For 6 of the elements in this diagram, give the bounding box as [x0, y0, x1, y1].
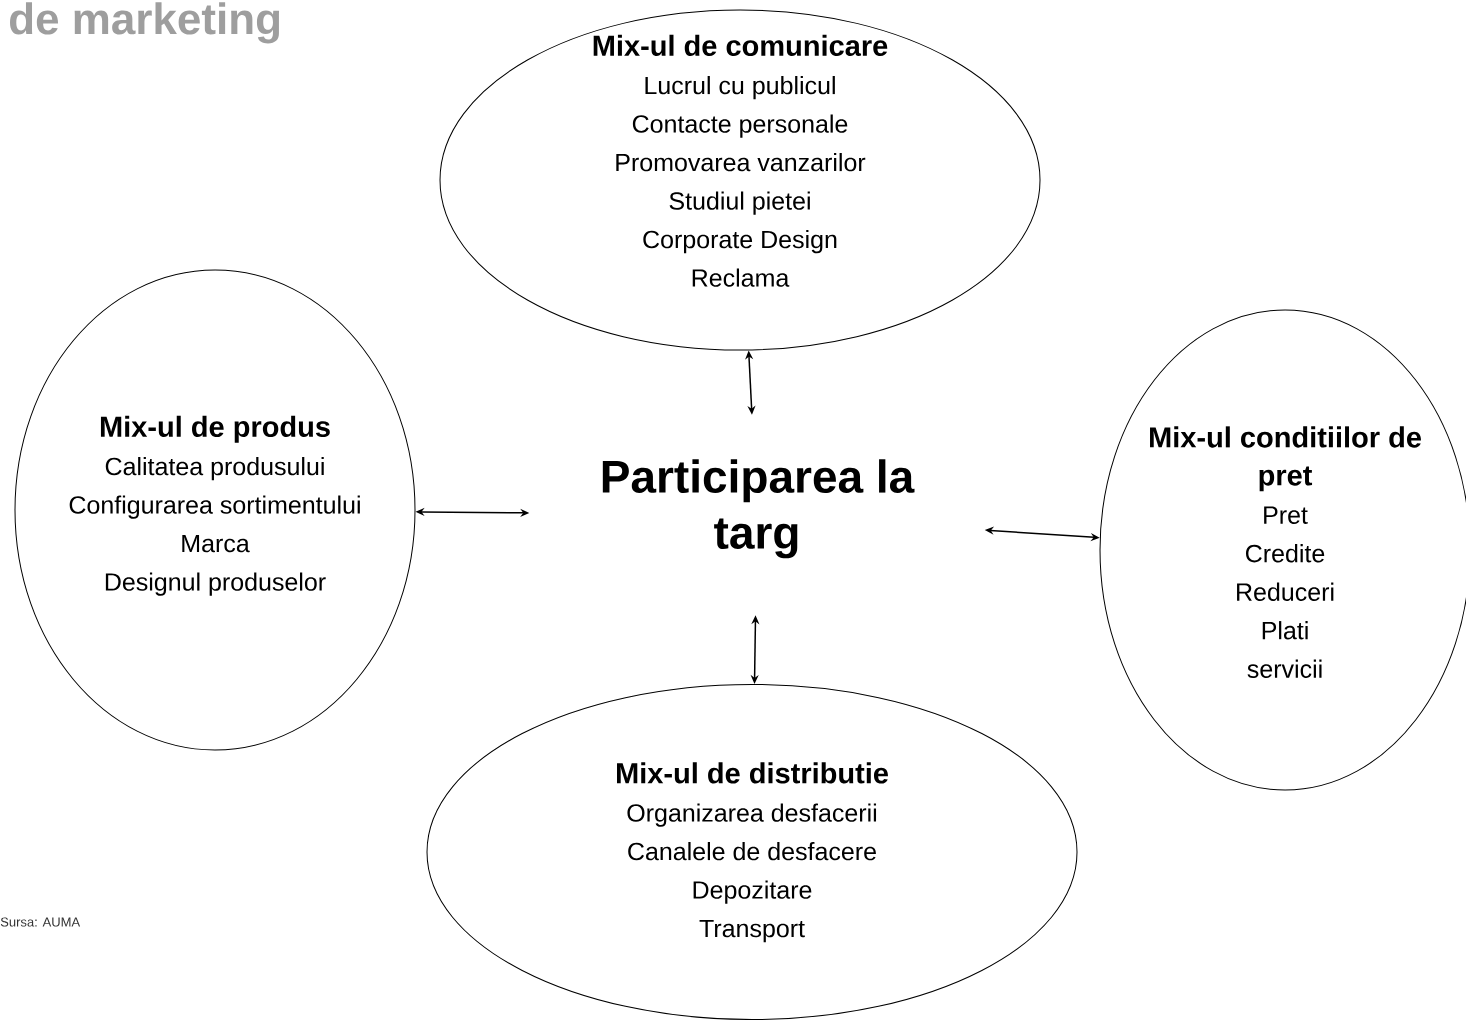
ellipse-node: Mix-ul de produs Calitatea produsului Configurarea sortimentului Marca Designul produselor [14, 269, 416, 751]
source-note: Sursa: AUMA [0, 917, 81, 927]
title: de marketing [10, 2, 280, 44]
ellipse-node: Mix-ul de comunicare Lucrul cu publicul Contacte personale Promovarea vanzarilor Studiul pietei Corporate Design Reclama [439, 9, 1041, 351]
ellipse-node: Mix-ul de distributie Organizarea desfacerii Canalele de desfacere Depozitare Transport [426, 684, 1078, 1020]
central-label: Participarea la targ [602, 459, 915, 559]
